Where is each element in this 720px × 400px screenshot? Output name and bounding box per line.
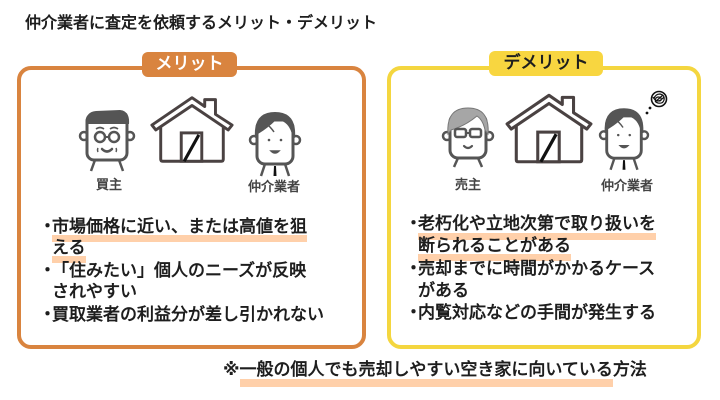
merit-badge: メリット [142,52,237,77]
bullet: ・ [405,303,422,323]
list-item-text: 老朽化や立地次第で取り扱いを [418,214,656,239]
house-icon [505,93,593,164]
bullet: ・ [405,259,422,279]
list-item-text: 市場価格に近い、または高値を狙 [52,217,307,242]
list-item-text: 断られることがある [418,235,571,261]
house-icon [150,96,234,163]
list-item-continued: がある [418,281,656,303]
footer-note: ※一般の個人でも売却しやすい空き家に向いている方法 [223,359,647,387]
list-item-text: える [52,238,86,263]
list-item-continued: されやすい [52,282,324,303]
demerit-panel [387,66,701,349]
bullet: ・ [39,305,56,325]
footer-prefix: ※ [223,360,240,380]
bullet: ・ [39,261,56,281]
bullet: ・ [39,217,56,237]
list-item-text: 「住みたい」個人のニーズが反映 [52,261,307,281]
list-item: ・ 「住みたい」個人のニーズが反映 [39,261,324,282]
seller-avatar-icon [441,107,495,168]
footer-highlighted-text: 一般の個人でも売却しやすい空き家に向いている [239,360,614,387]
buyer-label: 買主 [95,178,122,193]
list-item-text: がある [418,280,469,301]
agent-avatar-icon [598,108,650,171]
list-item-text: 売却までに時間がかかるケース [418,259,656,279]
demerit-list: ・ 老朽化や立地次第で取り扱いを 断られることがある ・ 売却までに時間がかかる… [405,214,656,325]
page-title: 仲介業者に査定を依頼するメリット・デメリット [25,13,378,32]
list-item-text: 内覧対応などの手間が発生する [418,303,656,323]
worry-scribble-icon [645,90,668,115]
list-item-continued: える [52,238,324,263]
footer-suffix: 方法 [612,360,647,380]
list-item: ・ 内覧対応などの手間が発生する [405,303,656,325]
bullet: ・ [405,214,422,234]
merit-list: ・ 市場価格に近い、または高値を狙 える ・ 「住みたい」個人のニーズが反映 さ… [39,217,324,326]
list-item-text: 買取業者の利益分が差し引かれない [52,305,324,325]
demerit-badge: デメリット [489,51,603,76]
list-item: ・ 市場価格に近い、または高値を狙 [39,217,324,242]
list-item: ・ 老朽化や立地次第で取り扱いを [405,214,656,239]
agent-label: 仲介業者 [600,179,653,194]
list-item: ・ 売却までに時間がかかるケース [405,259,656,281]
agent-label: 仲介業者 [247,180,300,195]
list-item-continued: 断られることがある [418,235,656,261]
seller-label: 売主 [454,178,481,193]
list-item: ・ 買取業者の利益分が差し引かれない [39,305,324,326]
buyer-avatar-icon [78,110,136,172]
agent-avatar-icon [248,112,302,177]
list-item-text: されやすい [52,282,137,302]
